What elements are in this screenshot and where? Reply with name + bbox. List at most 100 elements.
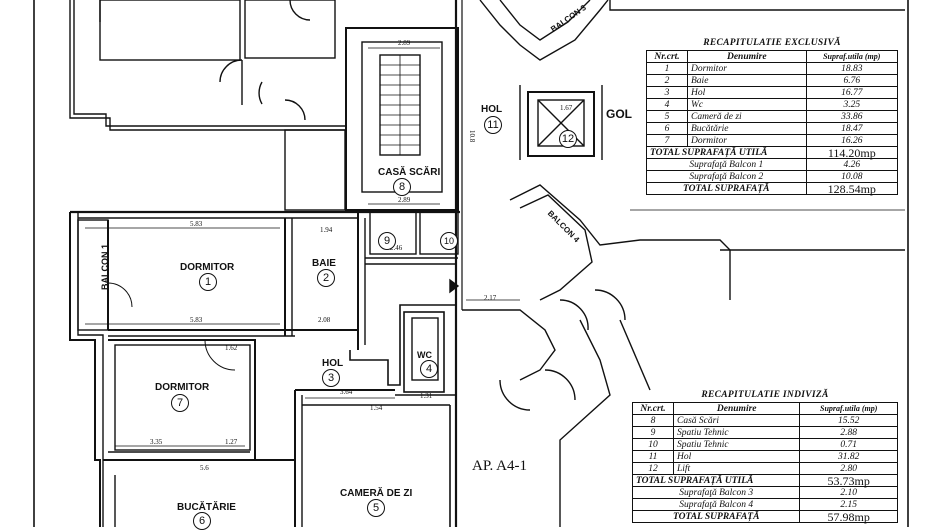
cell-name: Hol [672,450,801,463]
room-label-casa-scari: CASĂ SCĂRI [378,167,441,178]
balcon-label: Suprafaţă Balcon 1 [646,158,807,171]
balcon-label: Suprafaţă Balcon 4 [631,498,801,511]
total-value: 53.73mp [799,474,898,487]
cell-nr: 10 [632,438,674,451]
cell-name: Hol [687,86,807,99]
dim-5-6: 5.6 [200,464,209,472]
dim-5-83-top: 5.83 [190,220,203,228]
room-label-hol-3: HOL [322,358,344,369]
cell-area: 16.77 [805,86,899,99]
balcon-value: 4.26 [805,158,899,171]
cell-area: 2.88 [799,426,898,439]
cell-nr: 7 [646,134,688,147]
table-header-row: Nr.crt. Denumire Supraf.utila (mp) [646,50,899,63]
cell-nr: 12 [632,462,674,475]
balcon-label: Suprafaţă Balcon 2 [646,170,807,183]
cell-area: 0.71 [799,438,898,451]
cell-name: Wc [687,98,807,111]
cell-nr: 2 [646,74,688,87]
balcon-value: 2.10 [799,486,898,499]
cell-area: 2.80 [799,462,898,475]
cell-area: 16.26 [805,134,899,147]
cell-name: Bucătărie [687,122,807,135]
room-number-2: 2 [317,269,335,287]
dim-1-31: 1.31 [420,392,433,400]
grand-total-value: 57.98mp [799,510,898,523]
dim-1-67: 1.67 [560,104,573,112]
room-number-6: 6 [193,512,211,530]
cell-nr: 8 [632,414,674,427]
room-number-10: 10 [440,232,458,250]
room-number-3: 3 [322,369,340,387]
total-value: 114.20mp [805,146,899,159]
dim-2-17: 2.17 [484,294,497,302]
dim-10-8: 10.8 [468,130,476,143]
total-label: TOTAL SUPRAFAȚĂ UTILĂ [631,474,801,487]
table-indiviza-title: RECAPITULATIE INDIVIZĂ [701,390,829,400]
cell-name: Dormitor [687,134,807,147]
room-number-5: 5 [367,499,385,517]
label-balcon-1: BALCON 1 [100,243,111,291]
dim-1-62: 1.62 [225,344,238,352]
grand-total-label: TOTAL SUPRAFAȚĂ [646,182,807,195]
cell-area: 31.82 [799,450,898,463]
room-label-bucatarie: BUCĂTĂRIE [177,502,236,513]
room-label-camera-de-zi: CAMERĂ DE ZI [340,488,413,499]
dim-1-27: 1.27 [225,438,238,446]
header-suprafata: Supraf.utila (mp) [805,50,899,63]
grand-total-value: 128.54mp [805,182,899,195]
cell-area: 33.86 [805,110,899,123]
cell-nr: 6 [646,122,688,135]
cell-name: Cameră de zi [687,110,807,123]
dim-2-46: 2.46 [390,244,403,252]
balcon-value: 2.15 [799,498,898,511]
dim-1-54: 1.54 [370,404,383,412]
cell-name: Dormitor [687,62,807,75]
room-label-dormitor-7: DORMITOR [155,382,210,393]
label-gol: GOL [606,107,632,121]
header-denumire: Denumire [672,402,801,415]
dim-3-35: 3.35 [150,438,163,446]
table-exclusive-title: RECAPITULATIE EXCLUSIVĂ [703,38,841,48]
room-number-7: 7 [171,394,189,412]
room-number-1: 1 [199,273,217,291]
cell-nr: 4 [646,98,688,111]
cell-nr: 1 [646,62,688,75]
apartment-label: AP. A4-1 [472,458,528,474]
balcon-label: Suprafaţă Balcon 3 [631,486,801,499]
cell-name: Spatiu Tehnic [672,426,801,439]
cell-area: 18.83 [805,62,899,75]
cell-area: 3.25 [805,98,899,111]
room-label-dormitor-1: DORMITOR [180,262,235,273]
room-number-11: 11 [484,116,502,134]
room-number-8: 8 [393,178,411,196]
cell-name: Casă Scări [672,414,801,427]
cell-name: Lift [672,462,801,475]
header-suprafata: Supraf.utila (mp) [799,402,898,415]
room-label-baie: BAIE [312,258,336,269]
grand-total-label: TOTAL SUPRAFAȚĂ [631,510,801,523]
total-label: TOTAL SUPRAFAȚĂ UTILĂ [646,146,807,159]
dim-5-83-bottom: 5.83 [190,316,203,324]
dim-1-94: 1.94 [320,226,333,234]
room-number-12: 12 [559,130,577,148]
